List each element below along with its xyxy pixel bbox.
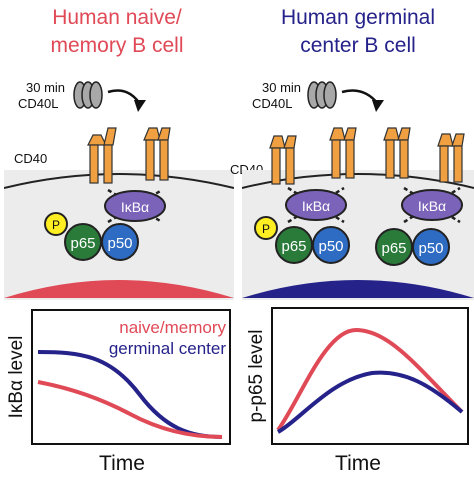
gc-p65-1-label: p65 (281, 238, 306, 255)
naive-phospho-icon (44, 212, 68, 236)
gc-ikba-1 (285, 189, 347, 221)
ikba-plot-ylabel: IκBα level (6, 336, 27, 419)
pp65-germinal-curve (276, 370, 464, 434)
naive-ikba-label: IκBα (121, 199, 149, 215)
gc-cd40-receptor-icon (269, 135, 297, 185)
naive-receptor-label: CD40 (14, 151, 47, 166)
ikba-level-plot: naive/memory germinal center IκBα level … (6, 309, 231, 475)
naive-ligand-label: CD40L (18, 96, 58, 111)
ikba-plot-frame (31, 309, 231, 445)
naive-memory-panel: Human naive/ memory B cell 30 min CD40L … (4, 6, 234, 300)
naive-cd40l-ligand-icon (73, 81, 103, 109)
gc-ikba-2-label: IκBα (418, 198, 446, 214)
gc-nucleus (242, 280, 474, 298)
gc-arrow-head-icon (372, 100, 384, 112)
naive-phospho-label: P (52, 218, 60, 232)
naive-title-line2: memory B cell (50, 34, 183, 57)
gc-cd40l-ligand-icon (307, 81, 337, 109)
germinal-center-panel: Human germinal center B cell 30 min CD40… (230, 6, 474, 300)
gc-title-line1: Human germinal (281, 6, 435, 29)
naive-ikba (104, 190, 166, 222)
naive-stimulus-time: 30 min (26, 80, 65, 95)
ikba-plot-xlabel: Time (99, 452, 145, 475)
naive-title-line1: Human naive/ (52, 6, 182, 29)
legend-germinal-center: germinal center (109, 339, 227, 358)
pp65-plot-xlabel: Time (335, 452, 381, 475)
gc-phospho-label: P (262, 222, 270, 236)
pp65-naive-curve (276, 327, 464, 432)
pp65-plot-frame (271, 307, 469, 445)
naive-p50-label: p50 (107, 235, 132, 252)
gc-p50-1-label: p50 (318, 238, 343, 255)
naive-p50 (101, 223, 139, 261)
gc-arrow (341, 89, 379, 105)
naive-cd40-receptor-icon (143, 127, 171, 181)
gc-phospho-icon (254, 216, 278, 240)
naive-p65-label: p65 (70, 235, 95, 252)
gc-title-line2: center B cell (300, 34, 416, 57)
naive-arrow-head-icon (134, 100, 146, 112)
gc-p65-2-label: p65 (381, 240, 406, 257)
naive-cd40-receptor-icon (87, 127, 117, 184)
ikba-naive-curve (37, 380, 223, 439)
gc-p50-2-label: p50 (418, 240, 443, 257)
gc-ikba-2 (401, 189, 463, 221)
gc-cd40-receptor-icon (437, 133, 465, 183)
gc-ligand-label: CD40L (252, 96, 292, 111)
gc-p50-2 (412, 228, 450, 266)
naive-membrane (4, 173, 234, 189)
gc-cd40-receptor-icon (329, 127, 357, 179)
p-p65-level-plot: p-p65 level Time (246, 307, 469, 475)
gc-stimulus-time: 30 min (262, 80, 301, 95)
gc-cd40-receptor-icon (383, 127, 411, 179)
legend-naive-memory: naive/memory (119, 318, 226, 337)
pp65-plot-ylabel: p-p65 level (246, 330, 267, 423)
naive-nucleus (4, 280, 234, 298)
gc-p50-1 (312, 226, 350, 264)
gc-ikba-1-label: IκBα (302, 198, 330, 214)
